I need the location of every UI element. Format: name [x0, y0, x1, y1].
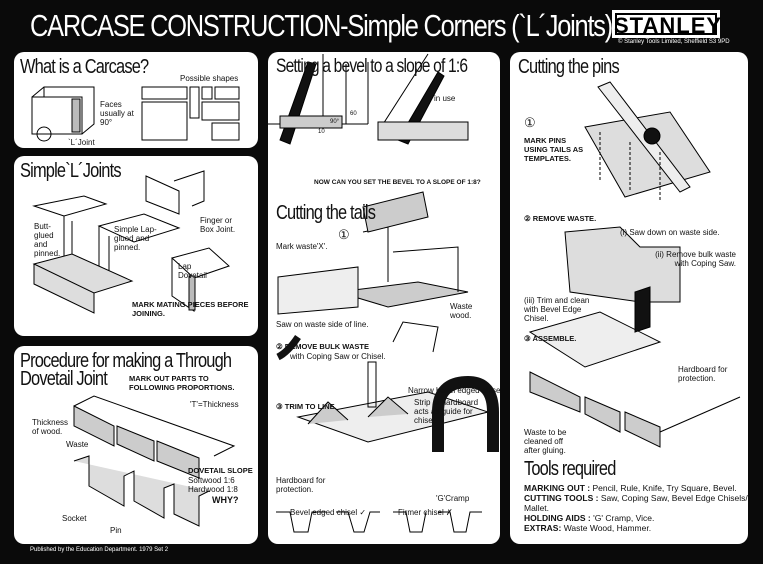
- heading-procedure-2: Dovetail Joint: [20, 368, 108, 390]
- pins-step2: ② REMOVE WASTE.: [524, 214, 597, 223]
- panel-procedure: Procedure for making a Through Dovetail …: [14, 346, 258, 544]
- heading-what-is-carcase: What is a Carcase?: [20, 56, 149, 78]
- stanley-logo: STANLEY: [612, 10, 721, 38]
- pins-step1: MARK PINS USING TAILS AS TEMPLATES.: [524, 136, 584, 163]
- extras-tools: Waste Wood, Hammer.: [563, 523, 652, 533]
- waste-label: Waste: [66, 440, 89, 449]
- panel-cutting-pins: Cutting the pins ① MARK PINS USING TAILS…: [510, 52, 748, 544]
- lap-dovetail-label: Lap Dovetail: [178, 262, 207, 280]
- hardwood-ratio: Hardwood 1:8: [188, 485, 238, 494]
- panel-simple-l-joints: Simple`L´Joints Butt-glued and pinned. S…: [14, 156, 258, 336]
- bevel-dim-60: 60: [350, 111, 357, 117]
- marking-tools: Pencil, Rule, Knife, Try Square, Bevel.: [592, 483, 737, 493]
- butt-joint-label: Butt-glued and pinned.: [34, 222, 61, 258]
- mark-waste-label: Mark waste'X'.: [276, 242, 328, 251]
- trim-label: (iii) Trim and clean with Bevel Edge Chi…: [524, 296, 590, 323]
- in-use-label: in use: [434, 94, 456, 103]
- l-joints-illustration: [32, 170, 230, 314]
- tails-step1-number: ①: [338, 227, 350, 242]
- tails-step3: ③ TRIM TO LINE.: [276, 402, 337, 411]
- waste-wood-label: Waste wood.: [450, 302, 473, 320]
- pins-step3: ③ ASSEMBLE.: [524, 334, 577, 343]
- copyright: © Stanley Tools Limited, Sheffield S3 9P…: [618, 39, 730, 45]
- narrow-chisel-label: Narrow bevel edged chisel.: [408, 386, 500, 395]
- poster-title: CARCASE CONSTRUCTION-Simple Corners (`L´…: [30, 8, 613, 43]
- pins-illustration: [528, 81, 741, 448]
- remove-bulk-label: (ii) Remove bulk waste with Coping Saw.: [655, 250, 736, 268]
- bevel-dim-10: 10: [318, 129, 325, 135]
- tails-step2-sub: with Coping Saw or Chisel.: [290, 352, 386, 361]
- bevel-question: NOW CAN YOU SET THE BEVEL TO A SLOPE OF …: [314, 179, 481, 186]
- waste-clean-label: Waste to be cleaned off after gluing.: [524, 428, 567, 455]
- softwood-ratio: Softwood 1:6: [188, 476, 235, 485]
- saw-waste-label: Saw on waste side of line.: [276, 320, 369, 329]
- pins-hardboard-label: Hardboard for protection.: [678, 365, 728, 383]
- socket-label: Socket: [62, 514, 87, 523]
- heading-bevel: Setting a bevel to a slope of 1:6: [276, 56, 468, 77]
- saw-down-label: (i) Saw down on waste side.: [620, 228, 720, 237]
- bevel-chisel-label: Bevel edged chisel ✓: [290, 508, 367, 517]
- cutting-tools: Saw, Coping Saw, Bevel Edge Chisels/ Mal…: [524, 493, 748, 513]
- heading-procedure-1: Procedure for making a Through: [20, 350, 232, 372]
- tails-step2: ② REMOVE BULK WASTE: [276, 342, 369, 351]
- faces-note: Faces usually at 90°: [100, 100, 134, 127]
- why-question: WHY?: [212, 495, 239, 505]
- heading-simple-l-joints: Simple`L´Joints: [20, 160, 122, 182]
- panel-what-is-carcase: What is a Carcase? Possible shapes Faces…: [14, 52, 258, 148]
- pin-label: Pin: [110, 526, 122, 535]
- lap-joint-label: Simple Lap-glued and pinned.: [114, 225, 157, 252]
- footer-publisher: Published by the Education Department. 1…: [30, 547, 169, 553]
- extras-label: EXTRAS:: [524, 523, 562, 533]
- heading-cutting-pins: Cutting the pins: [518, 56, 620, 78]
- dovetail-illustration: [73, 395, 236, 527]
- bevel-angle: 90°: [330, 119, 340, 125]
- hardboard-label: Hardboard for protection.: [276, 476, 326, 494]
- pins-step1-number: ①: [524, 115, 536, 130]
- holding-tools: 'G' Cramp, Vice.: [593, 513, 655, 523]
- finger-joint-label: Finger or Box Joint.: [200, 216, 236, 234]
- dovetail-slope-title: DOVETAIL SLOPE: [188, 466, 253, 475]
- possible-shapes-label: Possible shapes: [180, 74, 239, 83]
- cutting-label: CUTTING TOOLS :: [524, 493, 599, 503]
- strip-label: Strip of hardboard acts as guide for chi…: [414, 398, 479, 425]
- heading-cutting-tails: Cutting the tails: [276, 202, 376, 224]
- panel-bevel-and-tails: Setting a bevel to a slope of 1:6 60 10 …: [268, 52, 500, 544]
- thickness-label: Thickness of wood.: [32, 418, 69, 436]
- tools-list: MARKING OUT : Pencil, Rule, Knife, Try S…: [524, 483, 748, 533]
- carcase-illustration: [31, 86, 240, 142]
- holding-label: HOLDING AIDS :: [524, 513, 591, 523]
- firmer-chisel-label: Firmer chisel ✗: [398, 508, 453, 517]
- mark-out-note: MARK OUT PARTS TO FOLLOWING PROPORTIONS.: [129, 374, 235, 392]
- g-cramp-label: 'G'Cramp: [436, 494, 470, 503]
- mark-mating-note: MARK MATING PIECES BEFORE JOINING.: [132, 300, 249, 318]
- l-joint-label: `L´Joint: [68, 138, 95, 147]
- heading-tools-required: Tools required: [524, 458, 616, 480]
- marking-label: MARKING OUT :: [524, 483, 591, 493]
- bevel-tails-illustration: [268, 53, 499, 533]
- t-thickness-label: 'T'=Thickness: [190, 400, 239, 409]
